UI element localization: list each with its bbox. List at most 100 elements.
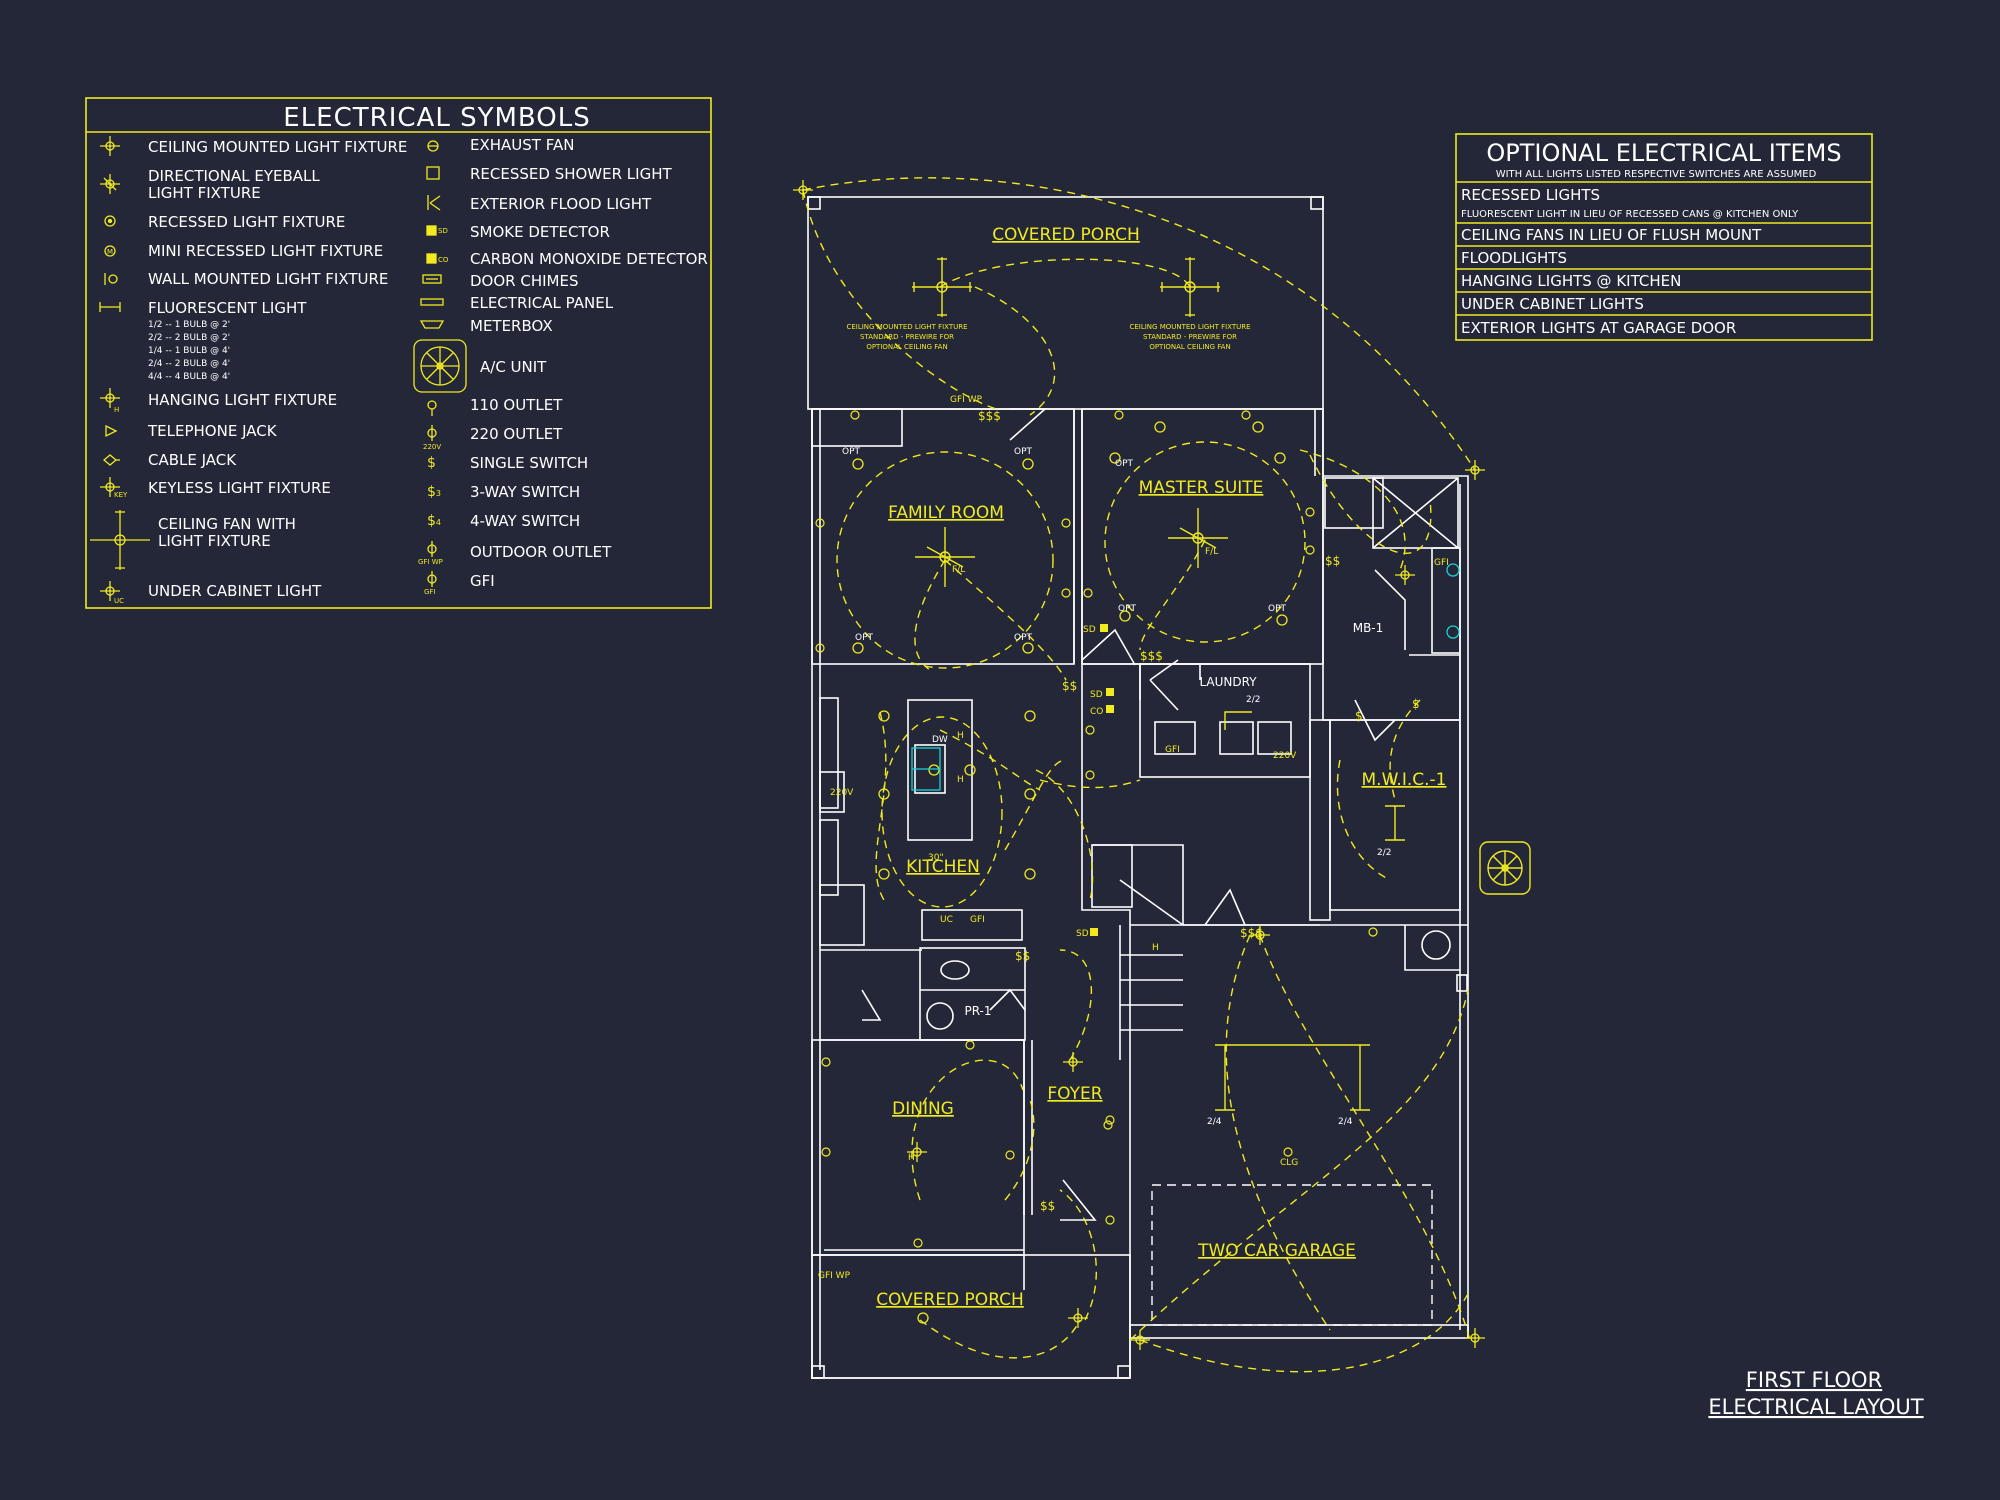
legend-label-telephone: TELEPHONE JACK — [147, 422, 278, 440]
ceiling-fan-icon — [1160, 257, 1220, 317]
gfi-label: GFI — [1165, 745, 1180, 755]
outlet-110-icon — [1085, 725, 1095, 735]
legend-label-fan-2: LIGHT FIXTURE — [158, 532, 271, 550]
switch-icon: $$ — [1015, 949, 1030, 963]
optional-row-under-cabinet: UNDER CABINET LIGHTS — [1461, 295, 1644, 313]
recessed-light-icon — [1024, 788, 1036, 800]
ceiling-fan-icon — [915, 527, 975, 587]
optional-row-exterior: EXTERIOR LIGHTS AT GARAGE DOOR — [1461, 319, 1736, 337]
fluorescent-light-icon — [1340, 1044, 1370, 1111]
sym-co: CO — [438, 256, 449, 264]
recessed-light-icon — [917, 1312, 929, 1324]
recessed-light-icon — [1109, 452, 1121, 464]
outlet-110-icon — [821, 1057, 831, 1067]
outlet-110-icon — [913, 1238, 923, 1248]
smoke-detector-icon — [1106, 688, 1114, 696]
drawing-title: FIRST FLOOR ELECTRICAL LAYOUT — [1708, 1368, 1923, 1419]
recessed-light-icon — [852, 642, 864, 654]
legend-label-flood: EXTERIOR FLOOD LIGHT — [470, 195, 652, 213]
h-label: H — [957, 775, 964, 785]
opt-label: OPT — [1014, 633, 1033, 643]
three-way-switch-icon: $3 — [427, 484, 441, 500]
legend-label-single-switch: SINGLE SWITCH — [470, 454, 588, 472]
eyeball-light-icon — [100, 174, 120, 194]
legend-label-gfi: GFI — [470, 572, 495, 590]
ceiling-light-icon — [1063, 1052, 1083, 1072]
fluorescent-note-3: 1/4 -- 1 BULB @ 4' — [148, 346, 230, 356]
outlet-110-icon — [1103, 1120, 1113, 1130]
optional-subtitle: WITH ALL LIGHTS LISTED RESPECTIVE SWITCH… — [1496, 169, 1817, 180]
opt-label: OPT — [1115, 459, 1134, 469]
sd-label: SD — [1083, 625, 1096, 635]
outlet-110-icon — [1005, 1150, 1015, 1160]
outlet-110-icon — [815, 518, 825, 528]
recessed-light-icon — [852, 458, 864, 470]
legend-label-chimes: DOOR CHIMES — [470, 272, 578, 290]
legend-label-keyless: KEYLESS LIGHT FIXTURE — [148, 479, 331, 497]
outlet-110-icon — [1114, 410, 1124, 420]
outlet-110-icon — [1305, 545, 1315, 555]
legend-label-hanging: HANGING LIGHT FIXTURE — [148, 391, 337, 409]
smoke-detector-icon — [1100, 624, 1108, 632]
opt-label: OPT — [855, 633, 874, 643]
recessed-light-icon — [964, 764, 976, 776]
fan-note-line2: STANDARD - PREWIRE FOR — [1143, 333, 1237, 341]
switch-icon: $$ — [1325, 554, 1340, 568]
ceiling-light-icon — [793, 180, 813, 200]
outlet-110-icon — [1283, 1147, 1293, 1157]
ceiling-light-icon — [1068, 1308, 1088, 1328]
recessed-light-icon — [1024, 868, 1036, 880]
legend-label-110: 110 OUTLET — [470, 396, 563, 414]
fluorescent-light-icon — [1215, 1044, 1340, 1111]
h-label: H — [957, 731, 964, 741]
recessed-light-icon — [1119, 610, 1131, 622]
outlet-220-icon — [427, 425, 437, 441]
outlet-110-icon — [1061, 588, 1071, 598]
wall-light-icon — [104, 273, 118, 285]
outlet-110-icon — [1061, 518, 1071, 528]
room-covered-porch-top: COVERED PORCH — [992, 225, 1140, 245]
room-laundry: LAUNDRY — [1199, 675, 1257, 689]
optional-row-recessed: RECESSED LIGHTS — [1461, 186, 1600, 204]
svg-text:M: M — [107, 248, 113, 256]
legend-label-3way: 3-WAY SWITCH — [470, 483, 580, 501]
optional-row-recessed-sub: FLUORESCENT LIGHT IN LIEU OF RECESSED CA… — [1461, 209, 1799, 220]
keyless-light-icon — [100, 477, 120, 497]
gfi-wp-label: GFI WP — [818, 1271, 851, 1281]
gfi-label: GFI — [1434, 558, 1449, 568]
outlets — [815, 410, 1378, 1248]
gfi-label: GFI — [970, 915, 985, 925]
ceiling-lights — [793, 180, 1485, 1350]
recessed-light-icon — [1276, 614, 1288, 626]
fluorescent-note-4: 2/4 -- 2 BULB @ 4' — [148, 359, 230, 369]
recessed-light-icon — [1024, 710, 1036, 722]
outlet-110-icon — [1241, 410, 1251, 420]
ceiling-fan-icon — [90, 510, 150, 570]
sym-gfi: GFI — [424, 588, 436, 596]
fluorescent-light-icon — [99, 302, 121, 312]
uc-label: UC — [940, 915, 953, 925]
recessed-light-icon — [928, 764, 940, 776]
legend-label-ac: A/C UNIT — [480, 358, 547, 376]
recessed-light-icon — [104, 215, 116, 227]
ceiling-light-icon — [907, 1142, 927, 1162]
switch-icon: $$ — [1040, 1199, 1055, 1213]
legend-label-mini-recessed: MINI RECESSED LIGHT FIXTURE — [148, 242, 383, 260]
hanging-light-icon — [100, 388, 120, 408]
under-cabinet-light-icon — [100, 581, 120, 601]
gfi-wp-label: GFI WP — [950, 395, 983, 405]
ceiling-light-icon — [1130, 1330, 1150, 1350]
outlet-110-icon — [1083, 588, 1093, 598]
door-chimes-icon — [422, 274, 442, 284]
optional-title: OPTIONAL ELECTRICAL ITEMS — [1486, 139, 1841, 167]
ceiling-light-icon — [100, 136, 120, 156]
fl-label: F/L — [1205, 547, 1218, 557]
dw-label: DW — [932, 735, 948, 745]
outlet-110-icon — [1105, 1115, 1115, 1125]
room-master-suite: MASTER SUITE — [1139, 478, 1264, 498]
fluorescent-light-icon — [1385, 805, 1405, 841]
legend-label-wall-light: WALL MOUNTED LIGHT FIXTURE — [148, 270, 388, 288]
ceiling-light-icon — [1395, 565, 1415, 585]
ceiling-light-icon — [1465, 460, 1485, 480]
